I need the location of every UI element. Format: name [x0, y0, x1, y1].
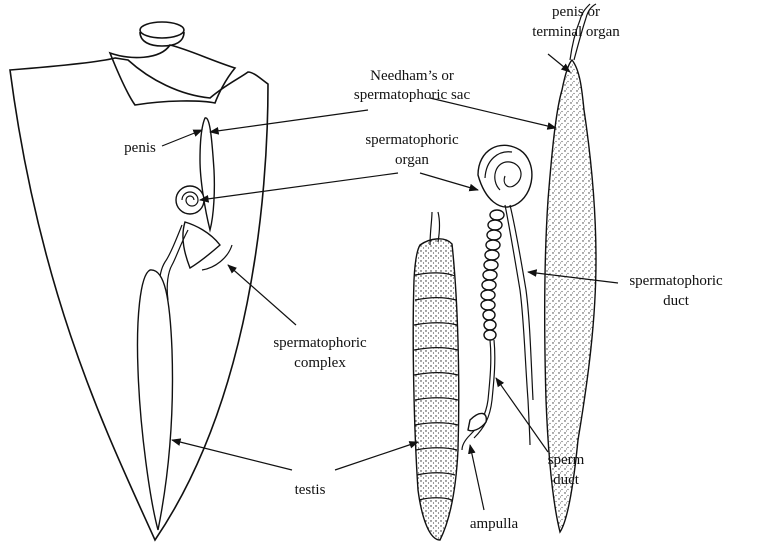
label-sperm: sperm — [548, 452, 585, 468]
sperm-duct-chain — [462, 210, 504, 450]
label-spermatophoric-complex-1: spermatophoric — [273, 335, 367, 351]
label-spermatophoric-sac: spermatophoric sac — [354, 87, 471, 103]
testis-left — [138, 270, 173, 530]
label-sperm-duct: duct — [553, 472, 580, 488]
label-spermatophoric-duct-1: spermatophoric — [629, 273, 723, 289]
mantle-body-drawing — [10, 22, 268, 540]
mantle-outline — [10, 58, 268, 540]
label-spermatophoric-organ-1: spermatophoric — [365, 132, 459, 148]
label-penis: penis — [124, 140, 156, 156]
testis-right — [413, 212, 459, 540]
label-needhams-or: Needham’s or — [370, 68, 454, 84]
label-spermatophoric-organ-2: organ — [395, 152, 429, 168]
head-outline — [110, 45, 235, 105]
label-testis: testis — [295, 482, 326, 498]
label-ampulla: ampulla — [470, 516, 519, 532]
label-spermatophoric-duct-2: duct — [663, 293, 690, 309]
label-penis-or: penis or — [552, 4, 600, 20]
penis-organ-left — [200, 118, 214, 230]
head-cap — [140, 22, 184, 38]
label-spermatophoric-complex-2: complex — [294, 355, 346, 371]
spermatophoric-organ-left — [176, 186, 204, 214]
label-terminal-organ: terminal organ — [532, 24, 620, 40]
